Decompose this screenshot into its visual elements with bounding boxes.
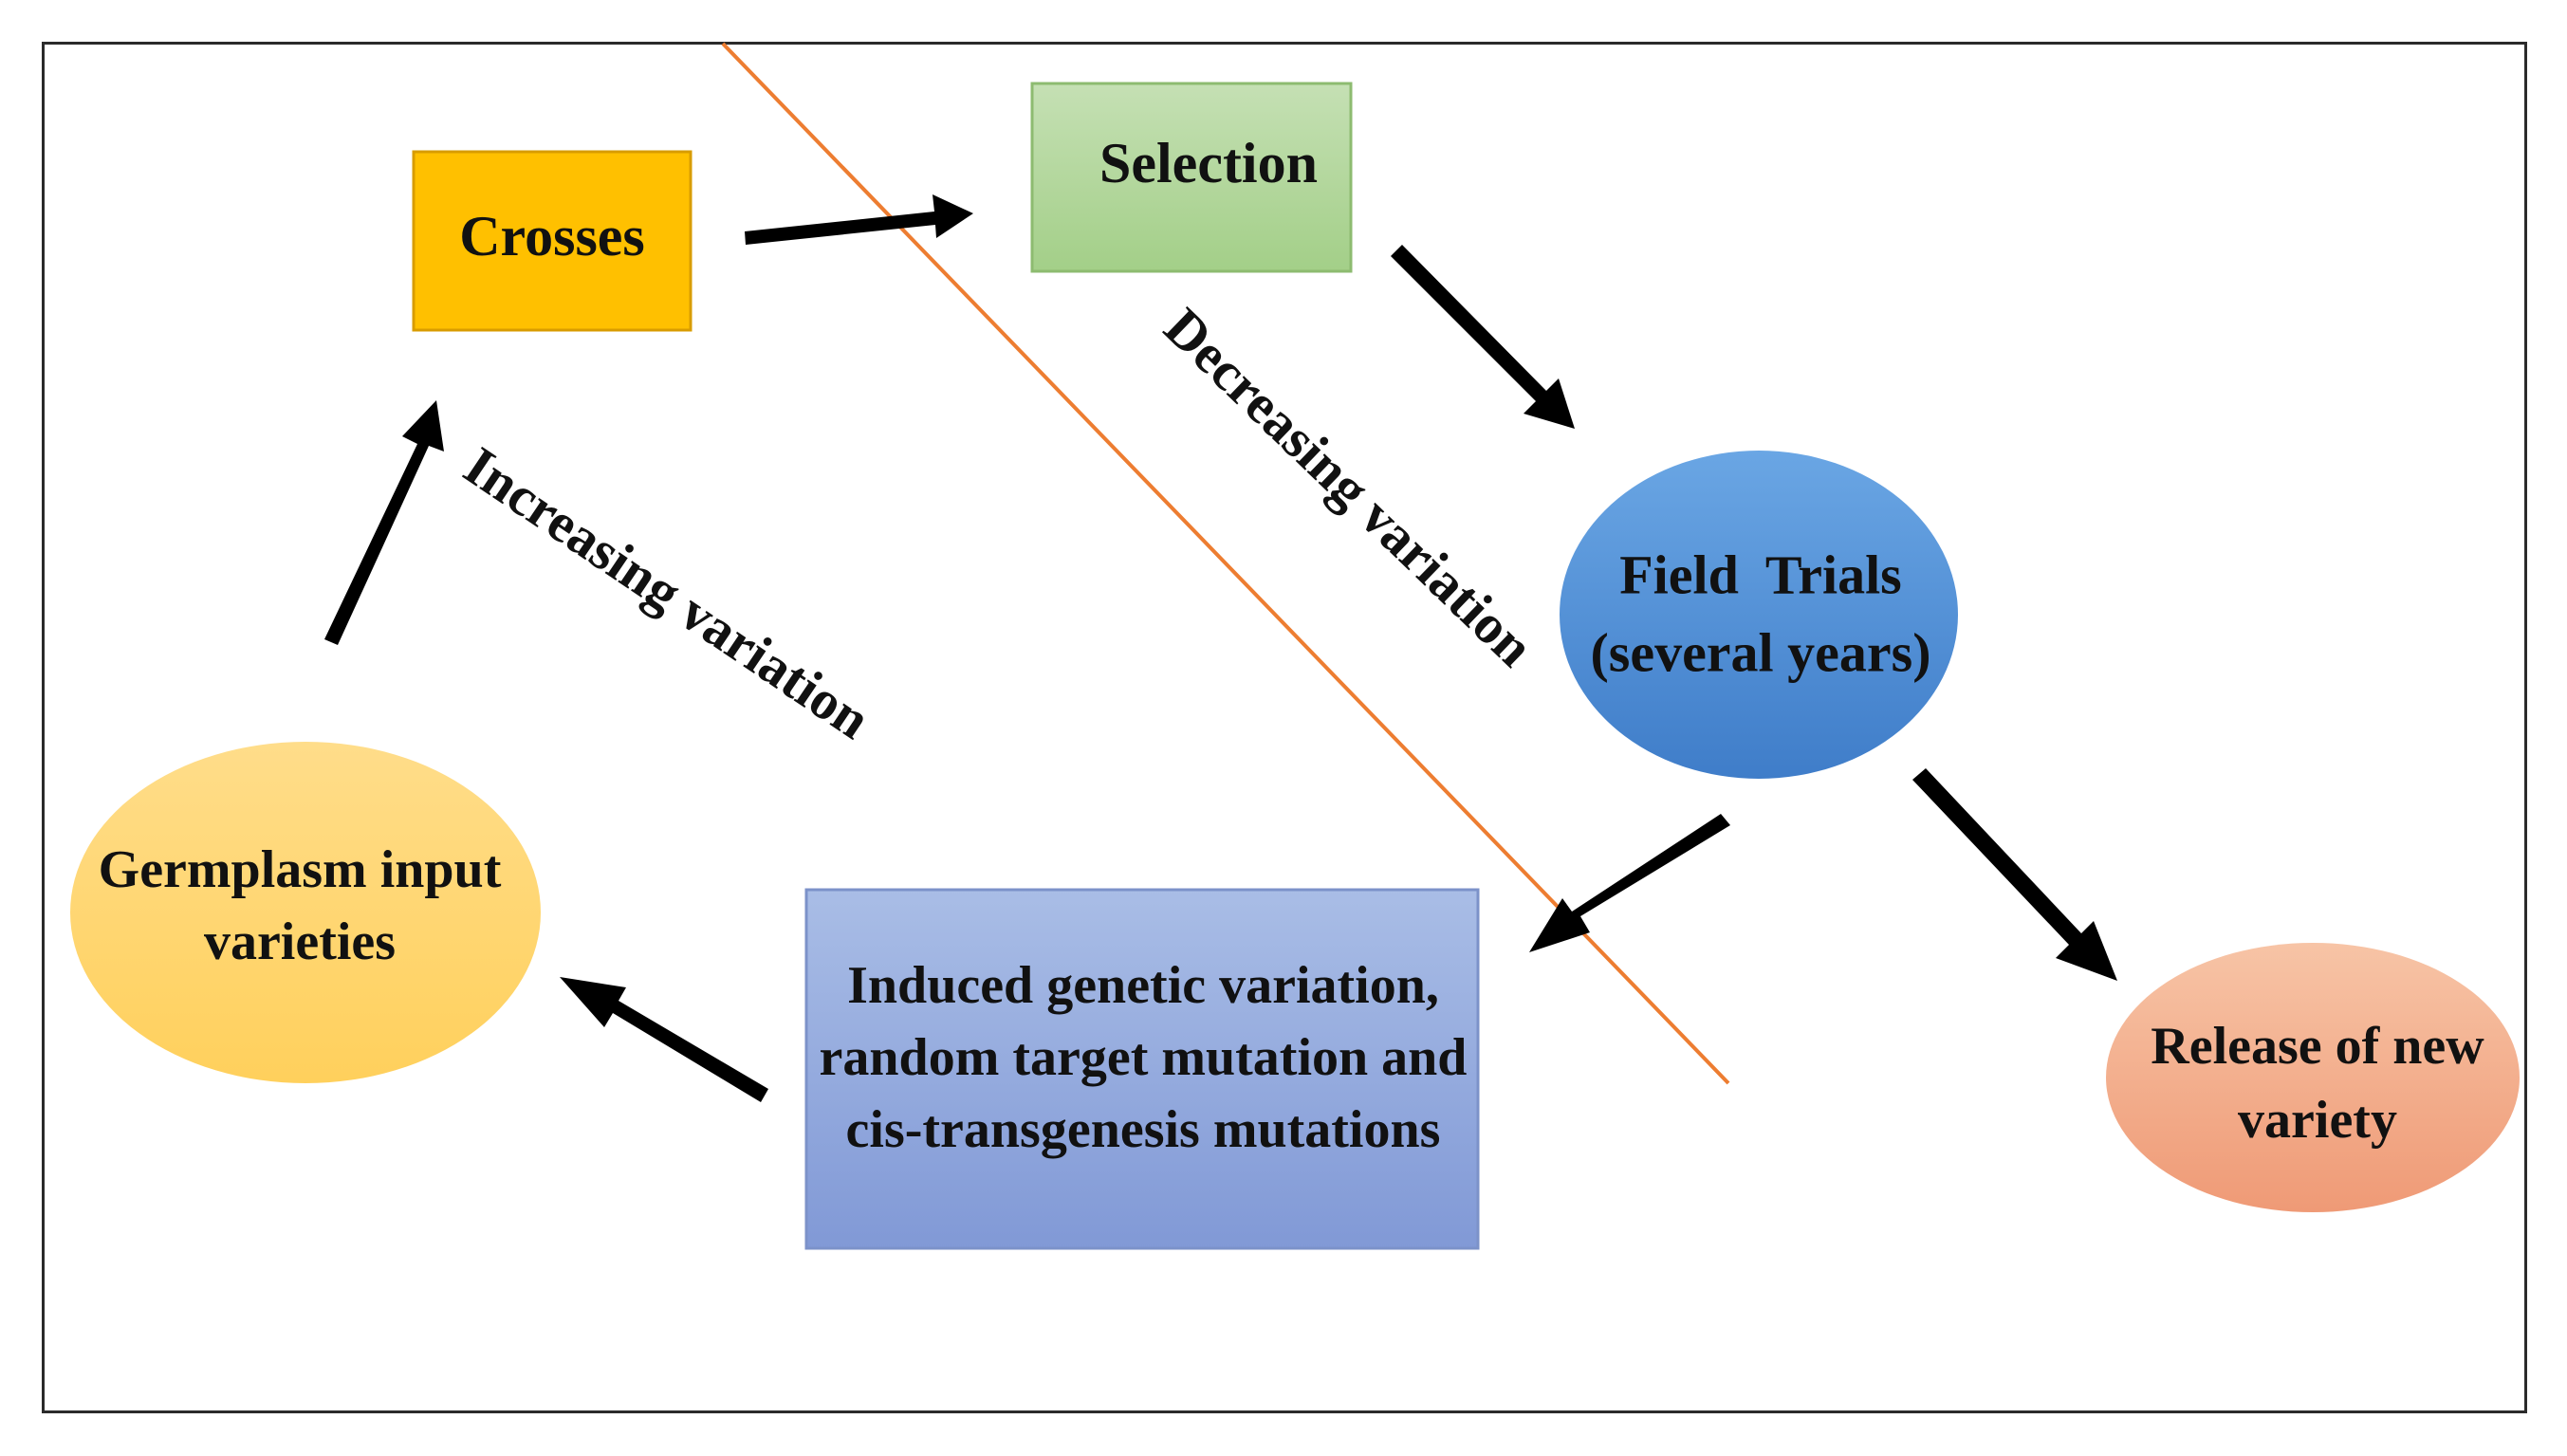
crosses-node: Crosses — [412, 150, 693, 332]
selection-node: Selection — [1030, 82, 1353, 273]
arrow-fieldtrials-to-release — [1912, 768, 2117, 981]
release-node: Release of new variety — [2106, 943, 2520, 1212]
release-line1: Release of new — [2151, 1017, 2484, 1076]
germplasm-node: Germplasm input varieties — [70, 742, 541, 1083]
induced-line1: Induced genetic variation, — [847, 956, 1439, 1015]
release-line2: variety — [2238, 1091, 2397, 1150]
arrow-selection-to-fieldtrials — [1391, 245, 1575, 429]
crosses-label: Crosses — [459, 205, 645, 267]
field-trials-line2: (several years) — [1590, 621, 1930, 683]
field-trials-line1: Field Trials — [1619, 544, 1902, 605]
selection-label: Selection — [1099, 132, 1318, 194]
germplasm-line2: varieties — [204, 912, 396, 971]
arrow-crosses-to-selection — [745, 194, 973, 245]
induced-variation-node: Induced genetic variation, random target… — [804, 888, 1480, 1250]
increasing-variation-label: Increasing variation — [453, 434, 881, 750]
induced-line2: random target mutation and — [820, 1028, 1468, 1087]
arrow-induced-to-germplasm — [560, 977, 768, 1102]
arrow-germplasm-to-crosses — [324, 400, 444, 645]
induced-line3: cis-transgenesis mutations — [846, 1100, 1441, 1159]
arrow-fieldtrials-to-induced — [1529, 814, 1730, 952]
field-trials-node: Field Trials (several years) — [1560, 451, 1958, 779]
germplasm-line1: Germplasm input — [99, 840, 502, 899]
decreasing-variation-label: Decreasing variation — [1153, 296, 1545, 678]
